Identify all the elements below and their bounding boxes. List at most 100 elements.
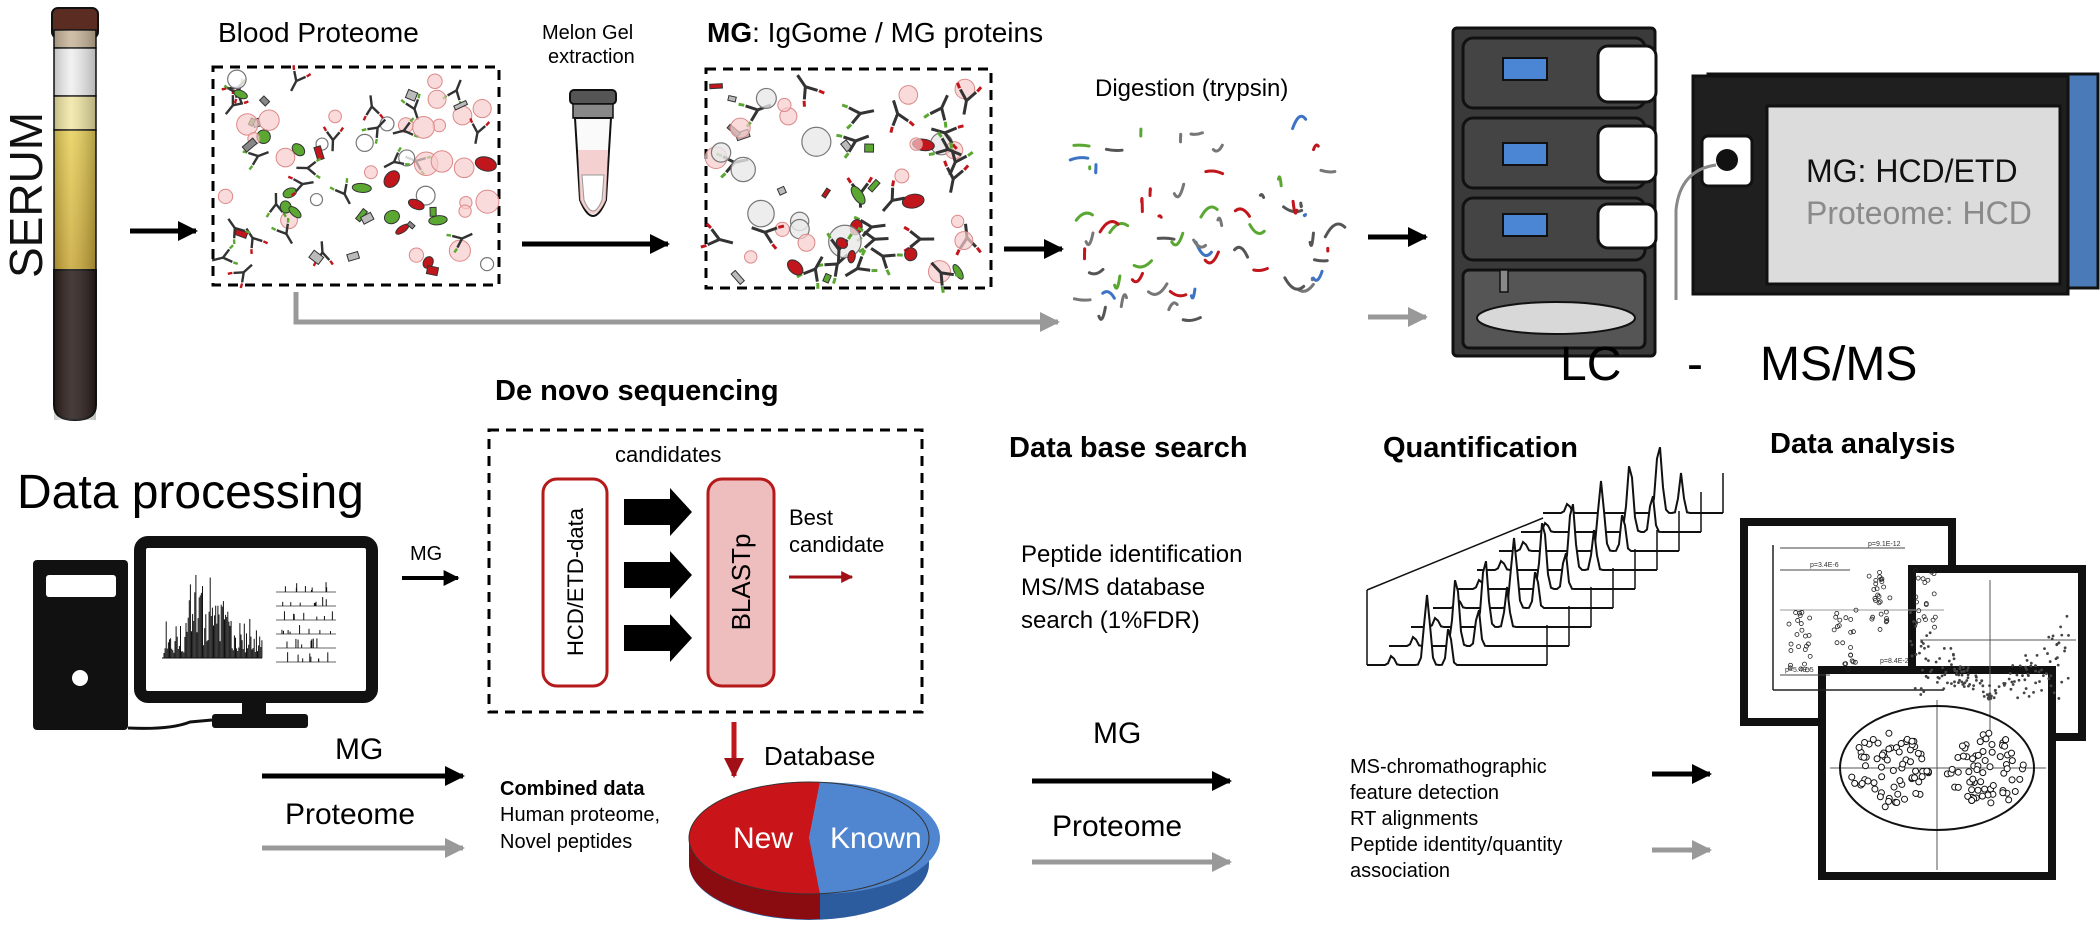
volcano-point bbox=[1909, 639, 1912, 643]
protein-rect bbox=[241, 137, 258, 153]
protein-circle-red bbox=[729, 117, 751, 139]
volcano-point bbox=[1953, 680, 1956, 684]
combined-data-line2: Novel peptides bbox=[500, 831, 632, 853]
peptide bbox=[1199, 205, 1219, 219]
volcano-point bbox=[2016, 696, 2020, 700]
pca-point bbox=[1999, 789, 2007, 797]
antibody-arm bbox=[251, 155, 260, 166]
antibody-arm bbox=[370, 105, 380, 115]
peptide bbox=[1312, 258, 1329, 263]
scatter-point bbox=[1794, 632, 1800, 637]
antibody-tip bbox=[943, 121, 948, 128]
peptide bbox=[1119, 293, 1128, 309]
pca-point bbox=[2003, 765, 2011, 773]
volcano-point bbox=[2024, 665, 2027, 669]
volcano-point bbox=[1994, 691, 1998, 695]
pca-point bbox=[1969, 775, 1977, 783]
protein-circle bbox=[355, 133, 374, 153]
pca-point bbox=[1878, 751, 1886, 759]
volcano-point bbox=[1919, 687, 1923, 690]
protein-circle-red bbox=[458, 204, 472, 218]
digestion-title: Digestion (trypsin) bbox=[1095, 75, 1288, 102]
pca-point bbox=[1861, 762, 1869, 770]
protein-blob bbox=[474, 156, 497, 172]
antibody-tip bbox=[243, 100, 249, 105]
pca-point bbox=[1895, 748, 1903, 756]
candidates-label: candidates bbox=[615, 442, 721, 467]
volcano-point bbox=[1952, 652, 1955, 656]
antibody-arm bbox=[252, 236, 263, 243]
scatter-point bbox=[1788, 648, 1794, 653]
best-candidate-line2: candidate bbox=[789, 532, 884, 557]
volcano-point bbox=[1968, 682, 1972, 686]
volcano-point bbox=[2049, 684, 2053, 688]
pie-slice-known bbox=[809, 782, 940, 894]
antibody-glyph bbox=[841, 103, 875, 130]
scatter-point bbox=[1879, 579, 1885, 585]
antibody-stem bbox=[343, 193, 351, 205]
antibody-tip bbox=[446, 233, 452, 237]
antibody-tip bbox=[453, 247, 458, 254]
scatter-point bbox=[1845, 667, 1851, 672]
pca-point bbox=[1981, 785, 1989, 793]
pca-point bbox=[1969, 755, 1977, 763]
volcano-point bbox=[1960, 670, 1964, 674]
antibody-stem bbox=[718, 238, 734, 245]
blastp-box bbox=[706, 477, 776, 688]
scatter-point bbox=[1802, 661, 1807, 667]
volcano-point bbox=[2047, 635, 2051, 639]
antibody-tip bbox=[315, 157, 322, 163]
antibody-tip bbox=[700, 243, 707, 249]
scatter-point bbox=[1884, 616, 1889, 621]
volcano-point bbox=[1949, 647, 1953, 650]
protein-rect bbox=[822, 272, 832, 284]
volcano-point bbox=[1910, 654, 1914, 658]
antibody-stem bbox=[949, 178, 955, 193]
antibody-stem bbox=[751, 226, 766, 234]
volcano-point bbox=[1971, 687, 1975, 691]
scatter-point bbox=[1787, 665, 1793, 671]
antibody-glyph bbox=[271, 217, 294, 245]
antibody-arm bbox=[863, 230, 876, 241]
protein-circle-red bbox=[909, 137, 923, 151]
peptide bbox=[1308, 231, 1315, 247]
volcano-point bbox=[1914, 653, 1918, 656]
pca-point bbox=[1908, 737, 1916, 745]
pca-point bbox=[2016, 775, 2024, 783]
antibody-tip bbox=[262, 240, 269, 245]
antibody-arm bbox=[268, 203, 278, 214]
antibody-arm bbox=[306, 160, 317, 170]
antibody-glyph bbox=[469, 117, 491, 144]
antibody-stem bbox=[290, 80, 298, 92]
volcano-point bbox=[1962, 666, 1965, 669]
combined-data-title: Combined data bbox=[500, 778, 645, 800]
pca-point bbox=[1873, 755, 1881, 763]
antibody-tip bbox=[891, 180, 896, 187]
antibody-tip bbox=[777, 224, 785, 229]
mg-proteins-box bbox=[704, 67, 993, 290]
volcano-point bbox=[2024, 687, 2028, 690]
pca-point bbox=[1878, 773, 1886, 781]
antibody-tip bbox=[954, 273, 962, 278]
arrow-proteome-to-digestion bbox=[293, 292, 1060, 332]
volcano-point bbox=[2011, 664, 2015, 667]
antibody-tip bbox=[400, 98, 406, 104]
volcano-point bbox=[1957, 673, 1961, 677]
flow-proteome-left: Proteome bbox=[285, 798, 415, 831]
protein-circle-red bbox=[432, 118, 447, 133]
antibody-glyph bbox=[227, 218, 251, 245]
volcano-point bbox=[1946, 681, 1949, 685]
antibody-arm bbox=[403, 129, 414, 136]
scatter-point bbox=[1807, 615, 1813, 621]
pca-point bbox=[1871, 785, 1879, 793]
antibody-arm bbox=[890, 187, 895, 201]
antibody-tip bbox=[397, 146, 402, 153]
scatter-point bbox=[1853, 607, 1859, 613]
pca-point bbox=[1858, 780, 1866, 788]
protein-rect bbox=[821, 187, 832, 199]
antibody-glyph bbox=[956, 82, 983, 115]
antibody-tip bbox=[928, 152, 935, 156]
volcano-point bbox=[2037, 670, 2041, 674]
scatter-point bbox=[1877, 599, 1883, 605]
volcano-point bbox=[2034, 681, 2038, 685]
